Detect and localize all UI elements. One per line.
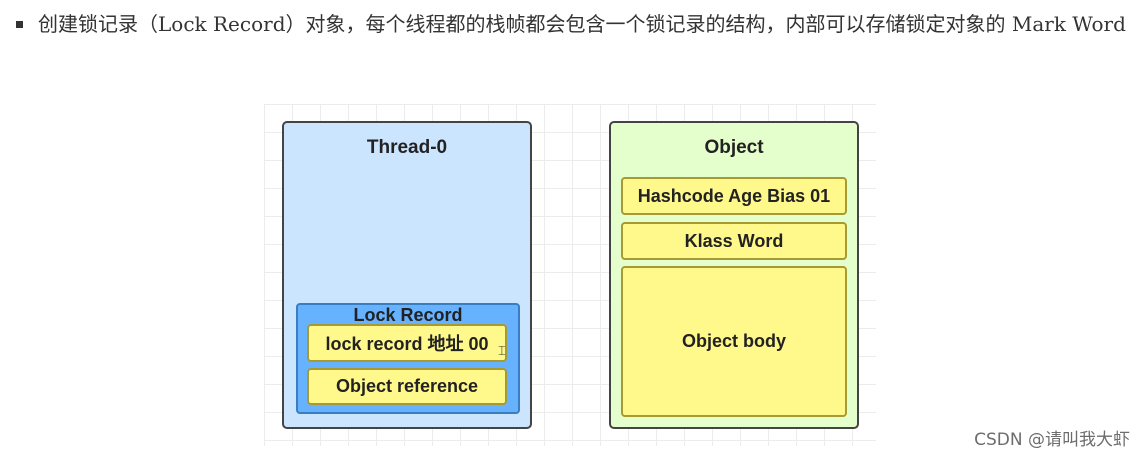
mark-word-field: Hashcode Age Bias 01 — [621, 177, 847, 215]
klass-word-field: Klass Word — [621, 222, 847, 260]
lock-record-address-field: lock record 地址 00 — [307, 324, 507, 362]
bullet-marker — [16, 21, 23, 28]
object-reference-label: Object reference — [335, 376, 479, 396]
lock-record-title: Lock Record — [353, 305, 463, 325]
thread-title: Thread-0 — [366, 137, 448, 158]
object-body-label: Object body — [681, 331, 786, 351]
object-reference-field: Object reference — [307, 368, 507, 405]
bullet-text-part2: ）对象，每个线程都的栈帧都会包含一个锁记录的结构，内部可以存储锁定对象的 — [285, 12, 1012, 36]
text-cursor-icon: ⌶ — [498, 344, 506, 359]
object-body-field: Object body — [621, 266, 847, 417]
lock-record-address-label: lock record 地址 00 — [325, 334, 489, 354]
object-title: Object — [704, 137, 764, 158]
klass-word-label: Klass Word — [684, 230, 784, 251]
mark-word-label: Hashcode Age Bias 01 — [637, 185, 831, 206]
bullet-text-part1: 创建锁记录（ — [38, 12, 158, 36]
bullet-text-latin2: Mark Word — [1011, 12, 1126, 36]
bullet-text: 创建锁记录（Lock Record）对象，每个线程都的栈帧都会包含一个锁记录的结… — [38, 6, 1132, 42]
watermark: CSDN @请叫我大虾 — [974, 430, 1130, 450]
bullet-text-latin1: Lock Record — [158, 12, 286, 36]
